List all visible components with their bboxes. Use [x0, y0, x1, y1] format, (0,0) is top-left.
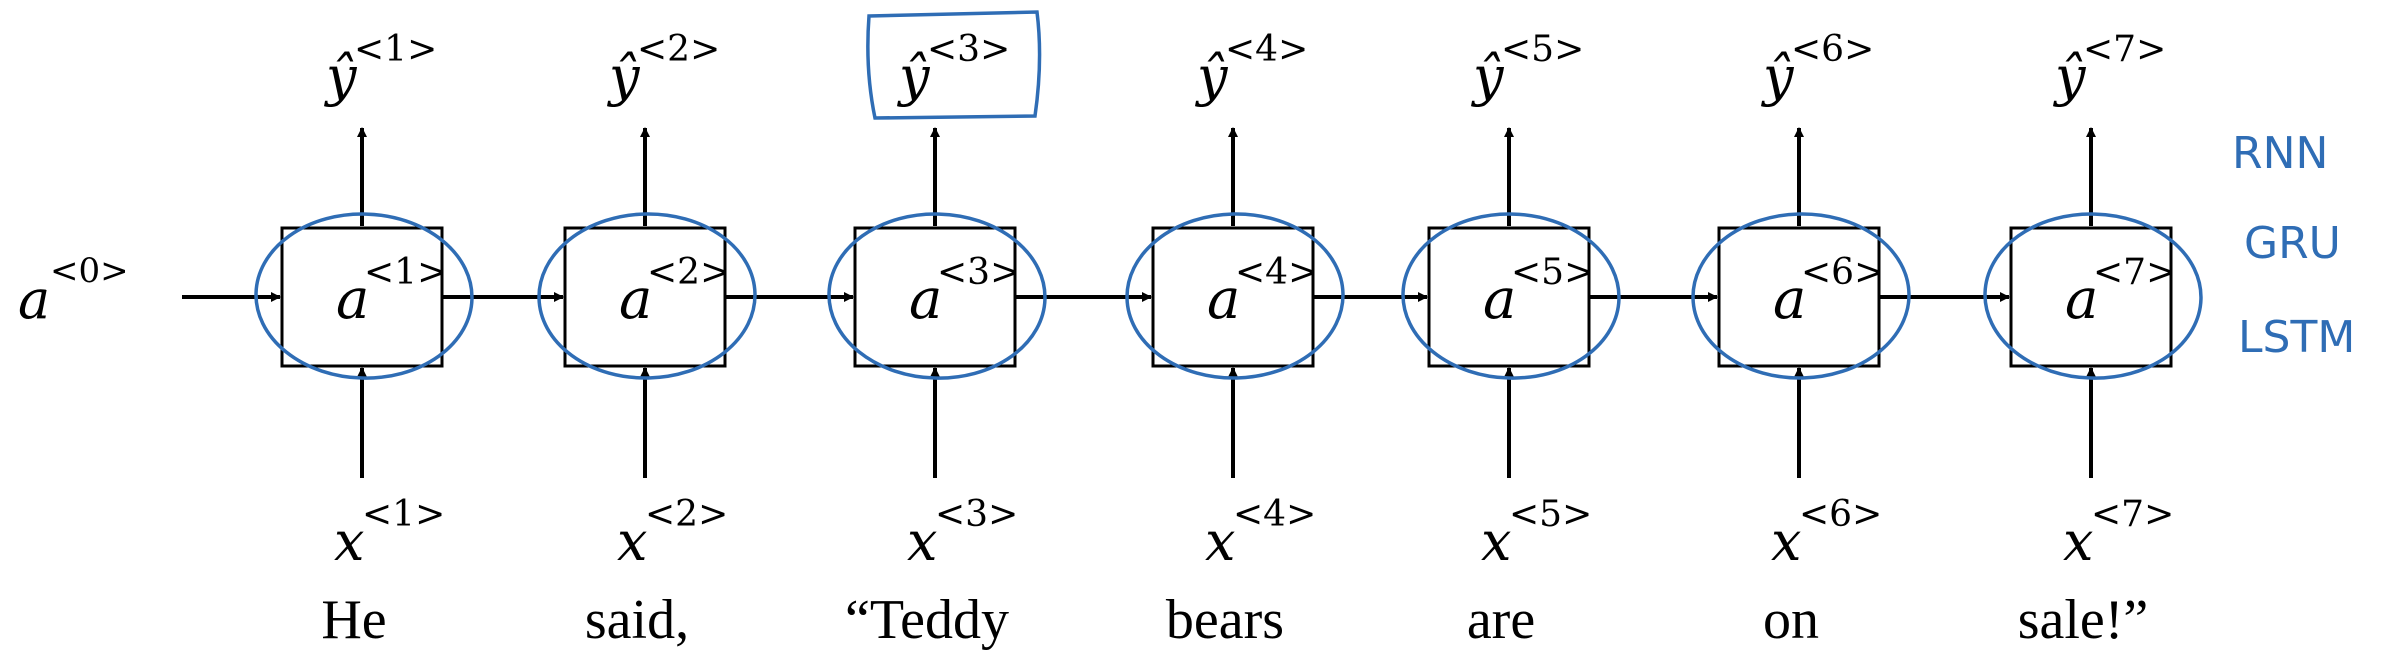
input-label-base: x [1771, 510, 1801, 573]
word-label: on [1763, 589, 1819, 651]
rnn-cell-4: a<4>ŷ<4>x<4>bears [1125, 29, 1428, 651]
cell-activation-superscript: <1> [364, 252, 447, 293]
input-label-base: x [1205, 510, 1235, 573]
hand-drawn-circle [537, 212, 757, 380]
input-label-superscript: <4> [1233, 494, 1316, 535]
hand-drawn-circle [1691, 212, 1911, 380]
cell-activation-base: a [909, 267, 942, 332]
cell-activation-base: a [2065, 267, 2098, 332]
word-label: said, [585, 589, 689, 651]
input-label-superscript: <5> [1509, 494, 1592, 535]
output-label-base: ŷ [1471, 45, 1505, 108]
input-label-base: x [617, 510, 647, 573]
output-label-base: ŷ [1761, 45, 1795, 108]
rnn-cell-6: a<6>ŷ<6>x<6>on [1691, 29, 2010, 651]
rnn-cell-5: a<5>ŷ<5>x<5>are [1401, 29, 1718, 651]
initial-activation-base: a [18, 268, 50, 331]
cell-activation-superscript: <7> [2093, 252, 2176, 293]
output-label-superscript: <3> [927, 29, 1010, 70]
hand-drawn-circle [1401, 212, 1621, 380]
output-label-base: ŷ [897, 45, 931, 108]
input-label-base: x [334, 510, 364, 573]
output-label-base: ŷ [607, 45, 641, 108]
input-label-superscript: <6> [1799, 494, 1882, 535]
cell-activation-base: a [1773, 267, 1806, 332]
output-label-superscript: <7> [2083, 29, 2166, 70]
input-label-base: x [2063, 510, 2093, 573]
word-label: sale!” [2018, 589, 2149, 651]
word-label: are [1467, 589, 1535, 651]
note-lstm: LSTM [2238, 312, 2355, 363]
cell-activation-base: a [619, 267, 652, 332]
cell-activation-superscript: <6> [1801, 252, 1884, 293]
initial-activation-label: a <0> [18, 251, 129, 331]
hand-drawn-circle [254, 212, 474, 380]
rnn-cell-7: a<7>ŷ<7>x<7>sale!” [1983, 29, 2203, 651]
cell-activation-base: a [336, 267, 369, 332]
input-label-superscript: <1> [362, 494, 445, 535]
hand-drawn-circle [827, 212, 1047, 380]
output-label-superscript: <2> [637, 29, 720, 70]
note-rnn: RNN [2232, 128, 2328, 179]
cell-activation-base: a [1207, 267, 1240, 332]
word-label: “Teddy [845, 589, 1009, 651]
word-label: He [321, 589, 386, 651]
output-label-base: ŷ [1195, 45, 1229, 108]
cell-activation-superscript: <4> [1235, 252, 1318, 293]
input-label-superscript: <7> [2091, 494, 2174, 535]
input-label-base: x [1481, 510, 1511, 573]
cell-box [2009, 226, 2173, 368]
output-label-superscript: <1> [354, 29, 437, 70]
hand-drawn-highlight-box [866, 10, 1042, 120]
input-label-superscript: <3> [935, 494, 1018, 535]
rnn-cell-1: a<1>ŷ<1>x<1>He [254, 29, 564, 651]
note-gru: GRU [2244, 218, 2341, 269]
cell-activation-superscript: <5> [1511, 252, 1594, 293]
input-label-superscript: <2> [645, 494, 728, 535]
initial-activation-superscript: <0> [50, 251, 129, 291]
cell-activation-superscript: <2> [647, 252, 730, 293]
handwritten-notes: RNN GRU LSTM [2232, 128, 2355, 363]
output-label-base: ŷ [2053, 45, 2087, 108]
cell-activation-superscript: <3> [937, 252, 1020, 293]
output-label-base: ŷ [324, 45, 358, 108]
cells-layer: a<1>ŷ<1>x<1>Hea<2>ŷ<2>x<2>said,a<3>ŷ<3>x… [182, 10, 2203, 651]
word-label: bears [1166, 589, 1284, 651]
output-label-superscript: <5> [1501, 29, 1584, 70]
rnn-cell-2: a<2>ŷ<2>x<2>said, [537, 29, 854, 651]
output-label-superscript: <6> [1791, 29, 1874, 70]
hand-drawn-circle [1983, 212, 2203, 380]
output-label-superscript: <4> [1225, 29, 1308, 70]
rnn-cell-3: a<3>ŷ<3>x<3>“Teddy [827, 29, 1152, 651]
input-label-base: x [907, 510, 937, 573]
hand-drawn-circle [1125, 212, 1345, 380]
cell-activation-base: a [1483, 267, 1516, 332]
